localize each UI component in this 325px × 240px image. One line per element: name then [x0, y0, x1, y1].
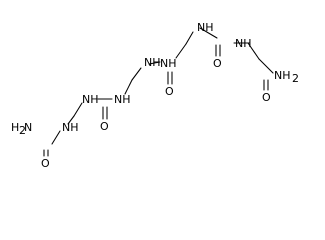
bond — [67, 115, 75, 125]
molecule-canvas: NH 2 O NH NH O NH NH O NH NH O NH H 2 N … — [11, 21, 299, 170]
atom-label-nh-mid: NH — [114, 93, 131, 106]
atom-labels: NH 2 O NH NH O NH NH O NH NH O NH H 2 N … — [11, 21, 299, 170]
bond — [199, 27, 218, 39]
atom-label-nh2-right: NH — [274, 69, 291, 82]
atom-label-o-left: O — [100, 120, 109, 133]
atom-label-nh2-left-h: H — [11, 121, 19, 134]
atom-label-nh2-left-n: N — [24, 121, 32, 134]
atom-label-o-mid-left: O — [165, 85, 174, 98]
bond-lines — [43, 27, 274, 157]
bond — [73, 102, 83, 117]
atom-label-nh-left: NH — [62, 121, 79, 134]
atom-label-nh2-left-sub: 2 — [19, 124, 26, 137]
atom-label-nh-top: NH — [197, 21, 214, 34]
structure-diagram: NH 2 O NH NH O NH NH O NH NH O NH H 2 N … — [11, 21, 299, 170]
atom-label-nh2-right-sub: 2 — [292, 72, 299, 85]
atom-label-o-mid-right: O — [213, 57, 222, 70]
bond — [185, 31, 194, 45]
atom-label-o-right: O — [262, 91, 271, 104]
atom-label-o-terminal-left: O — [41, 157, 50, 170]
bond — [131, 67, 142, 81]
bond — [148, 61, 161, 65]
atom-label-nh-mid-right: NH — [160, 57, 177, 70]
bond — [175, 43, 187, 59]
bond — [51, 130, 61, 145]
atom-label-nh-mid-left: NH — [144, 56, 161, 69]
bond — [124, 79, 133, 95]
atom-label-nh-right-a: NH — [235, 37, 252, 50]
atom-label-nh-left-b: NH — [82, 93, 99, 106]
bond — [247, 42, 260, 60]
bond — [258, 58, 274, 74]
